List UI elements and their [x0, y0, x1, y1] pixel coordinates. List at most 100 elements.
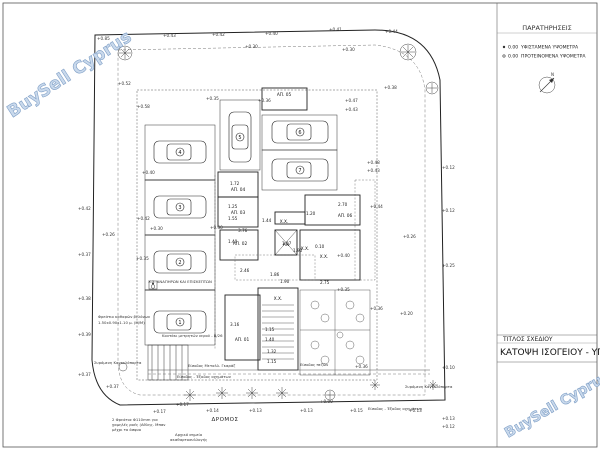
level-i7: +0.43 — [345, 107, 358, 112]
dim-16: 1.15 — [265, 327, 275, 332]
room-ap05: ΑΠ. 05 — [277, 92, 292, 98]
level-t1: +0.43 — [163, 33, 176, 38]
north-arrow-icon: N — [538, 72, 556, 94]
dim-2: 1.25 — [228, 204, 238, 209]
dim-3: 1.55 — [228, 216, 238, 221]
room-stairs-wc: Χ.Χ. — [274, 296, 283, 302]
parking-number-6: 6 — [298, 130, 301, 136]
remarks-title: ΠΑΡΑΤΗΡΗΣΕΙΣ — [522, 24, 572, 32]
level-l6: +0.26 — [102, 232, 115, 237]
level-i9: +0.43 — [367, 168, 380, 173]
trees — [117, 43, 439, 401]
level-l9: +0.39 — [78, 332, 91, 337]
dim-8: 2.70 — [338, 202, 348, 207]
dim-6: 1.44 — [262, 218, 272, 223]
level-l11: +0.37 — [106, 384, 119, 389]
dim-5: 1.40 — [228, 239, 238, 244]
room-ap01: ΑΠ. 01 — [235, 337, 250, 343]
level-markers: +0.43 +0.42 +0.40 +0.41 +0.44 +0.85 +0.5… — [78, 27, 455, 429]
level-l3: +0.58 — [137, 104, 150, 109]
site-boundary — [91, 29, 446, 406]
parking-number-3: 3 — [178, 205, 181, 211]
note-8: Συρόμενη Καγκελόπορτα — [405, 384, 453, 389]
dim-19: 1.32 — [267, 349, 277, 354]
title-block-label: ΤΙΤΛΟΣ ΣΧΕΔΙΟΥ — [502, 336, 553, 343]
dim-20: 1.15 — [267, 359, 277, 364]
note-13: Αρχικό σημείο — [175, 432, 203, 437]
level-i2: +0.30 — [342, 47, 355, 52]
dim-7: 1.20 — [306, 211, 316, 216]
level-l10: +0.37 — [78, 372, 91, 377]
note-3: Κουτάκι μετρητών νερού - Β/26 — [162, 333, 223, 338]
level-i8: +0.48 — [367, 160, 380, 165]
dim-15: 3.16 — [230, 322, 240, 327]
parking-number-2: 2 — [178, 260, 181, 266]
level-t4: +0.41 — [329, 27, 342, 32]
dim-13: 1.90 — [280, 279, 290, 284]
entrance-ramp — [147, 344, 430, 381]
level-l12: +0.35 — [136, 256, 149, 261]
level-b2: +0.14 — [206, 408, 219, 413]
level-b5: +0.00 — [320, 399, 333, 404]
note-10: 2 Φρεάτια Φ110mm για — [112, 417, 158, 422]
level-i4: +0.36 — [258, 98, 271, 103]
note-14: ακαθαρτοσυλλογής — [170, 437, 207, 442]
note-9: Είσοδος - Έξοδος οχημάτων — [368, 406, 422, 411]
note-12: μέχρι το όσφυο — [112, 427, 142, 432]
level-i16: +0.30 — [150, 226, 163, 231]
level-b8: +0.13 — [442, 416, 455, 421]
disabled-parking-label: Χ.Σ. ΑΝΑΠΗΡΩΝ ΚΑΙ ΕΠΙΣΚΕΠΤΩΝ — [148, 279, 212, 284]
dim-1: 1.72 — [230, 181, 240, 186]
level-i13: +0.30 — [210, 225, 223, 230]
level-i6: +0.47 — [345, 98, 358, 103]
lift-label: ΑΝ — [283, 242, 289, 248]
level-l7: +0.37 — [78, 252, 91, 257]
level-b9: +0.17 — [153, 409, 166, 414]
legend-existing-value: 0.00 — [508, 45, 518, 51]
legend-existing-text: ΥΦΙΣΤΑΜΕΝΑ ΥΨΟΜΕΤΡΑ — [520, 45, 579, 51]
level-i11: +0.44 — [370, 204, 383, 209]
storage-rooms — [217, 87, 361, 361]
dim-4: 3.76 — [238, 228, 248, 233]
level-r1: +0.30 — [245, 44, 258, 49]
legend: 0.00 ΥΦΙΣΤΑΜΕΝΑ ΥΨΟΜΕΤΡΑ 0.00 ΠΡΟΤΕΙΝΟΜΕ… — [502, 45, 586, 60]
parking-number-4: 4 — [178, 150, 181, 156]
note-1: Φρεάτιο καθαρών βελόνων — [98, 314, 150, 319]
parking-number-1: 1 — [178, 320, 181, 326]
level-i17: +0.35 — [337, 287, 350, 292]
level-i3: +0.35 — [206, 96, 219, 101]
level-l5: +0.42 — [78, 206, 91, 211]
level-l1: +0.85 — [97, 36, 110, 41]
landscape-area — [299, 289, 371, 376]
level-t5: +0.44 — [385, 29, 398, 34]
room-wc2: Χ.Χ. — [301, 246, 310, 252]
street-label: ΔΡΟΜΟΣ — [212, 417, 239, 423]
level-b1: +0.17 — [176, 402, 189, 407]
level-l8: +0.38 — [78, 296, 91, 301]
room-ap06: ΑΠ. 06 — [338, 213, 353, 219]
svg-text:N: N — [551, 72, 554, 77]
room-ap03: ΑΠ. 03 — [231, 210, 246, 216]
room-ap04: ΑΠ. 04 — [231, 187, 246, 193]
dim-14: 2.75 — [320, 280, 330, 285]
side-panel: ΠΑΡΑΤΗΡΗΣΕΙΣ 0.00 ΥΦΙΣΤΑΜΕΝΑ ΥΨΟΜΕΤΡΑ 0.… — [496, 3, 600, 447]
room-ap02: ΑΠ. 02 — [233, 241, 248, 247]
level-i18: +0.36 — [370, 306, 383, 311]
building-outline — [136, 89, 378, 381]
level-t3: +0.40 — [265, 31, 278, 36]
level-b7: +0.13 — [409, 408, 422, 413]
drawing-title: ΚΑΤΟΨΗ ΙΣΟΓΕΙΟΥ - ΥΠΟΣΤΕΓΟ — [500, 348, 600, 358]
legend-proposed-text: ΠΡΟΤΕΙΝΟΜΕΝΑ ΥΨΟΜΕΤΡΑ — [521, 54, 586, 60]
annotations: Φρεάτιο καθαρών βελόνων 1.50x0.90x1.10 μ… — [94, 314, 453, 442]
setback-line — [117, 44, 426, 396]
level-t2: +0.42 — [212, 32, 225, 37]
parking-5 — [219, 99, 261, 171]
note-6: Είσοδος - Έξοδος οχημάτων — [177, 374, 231, 379]
level-b6: +0.15 — [350, 408, 363, 413]
watermark-bottom: BuySell Cyprus — [502, 368, 600, 441]
level-l2: +0.52 — [118, 81, 131, 86]
level-i12: +0.42 — [137, 216, 150, 221]
parking-number-7: 7 — [298, 168, 301, 174]
note-11: χαμηλές ροές (Αθλης. Μπαν — [112, 422, 165, 427]
